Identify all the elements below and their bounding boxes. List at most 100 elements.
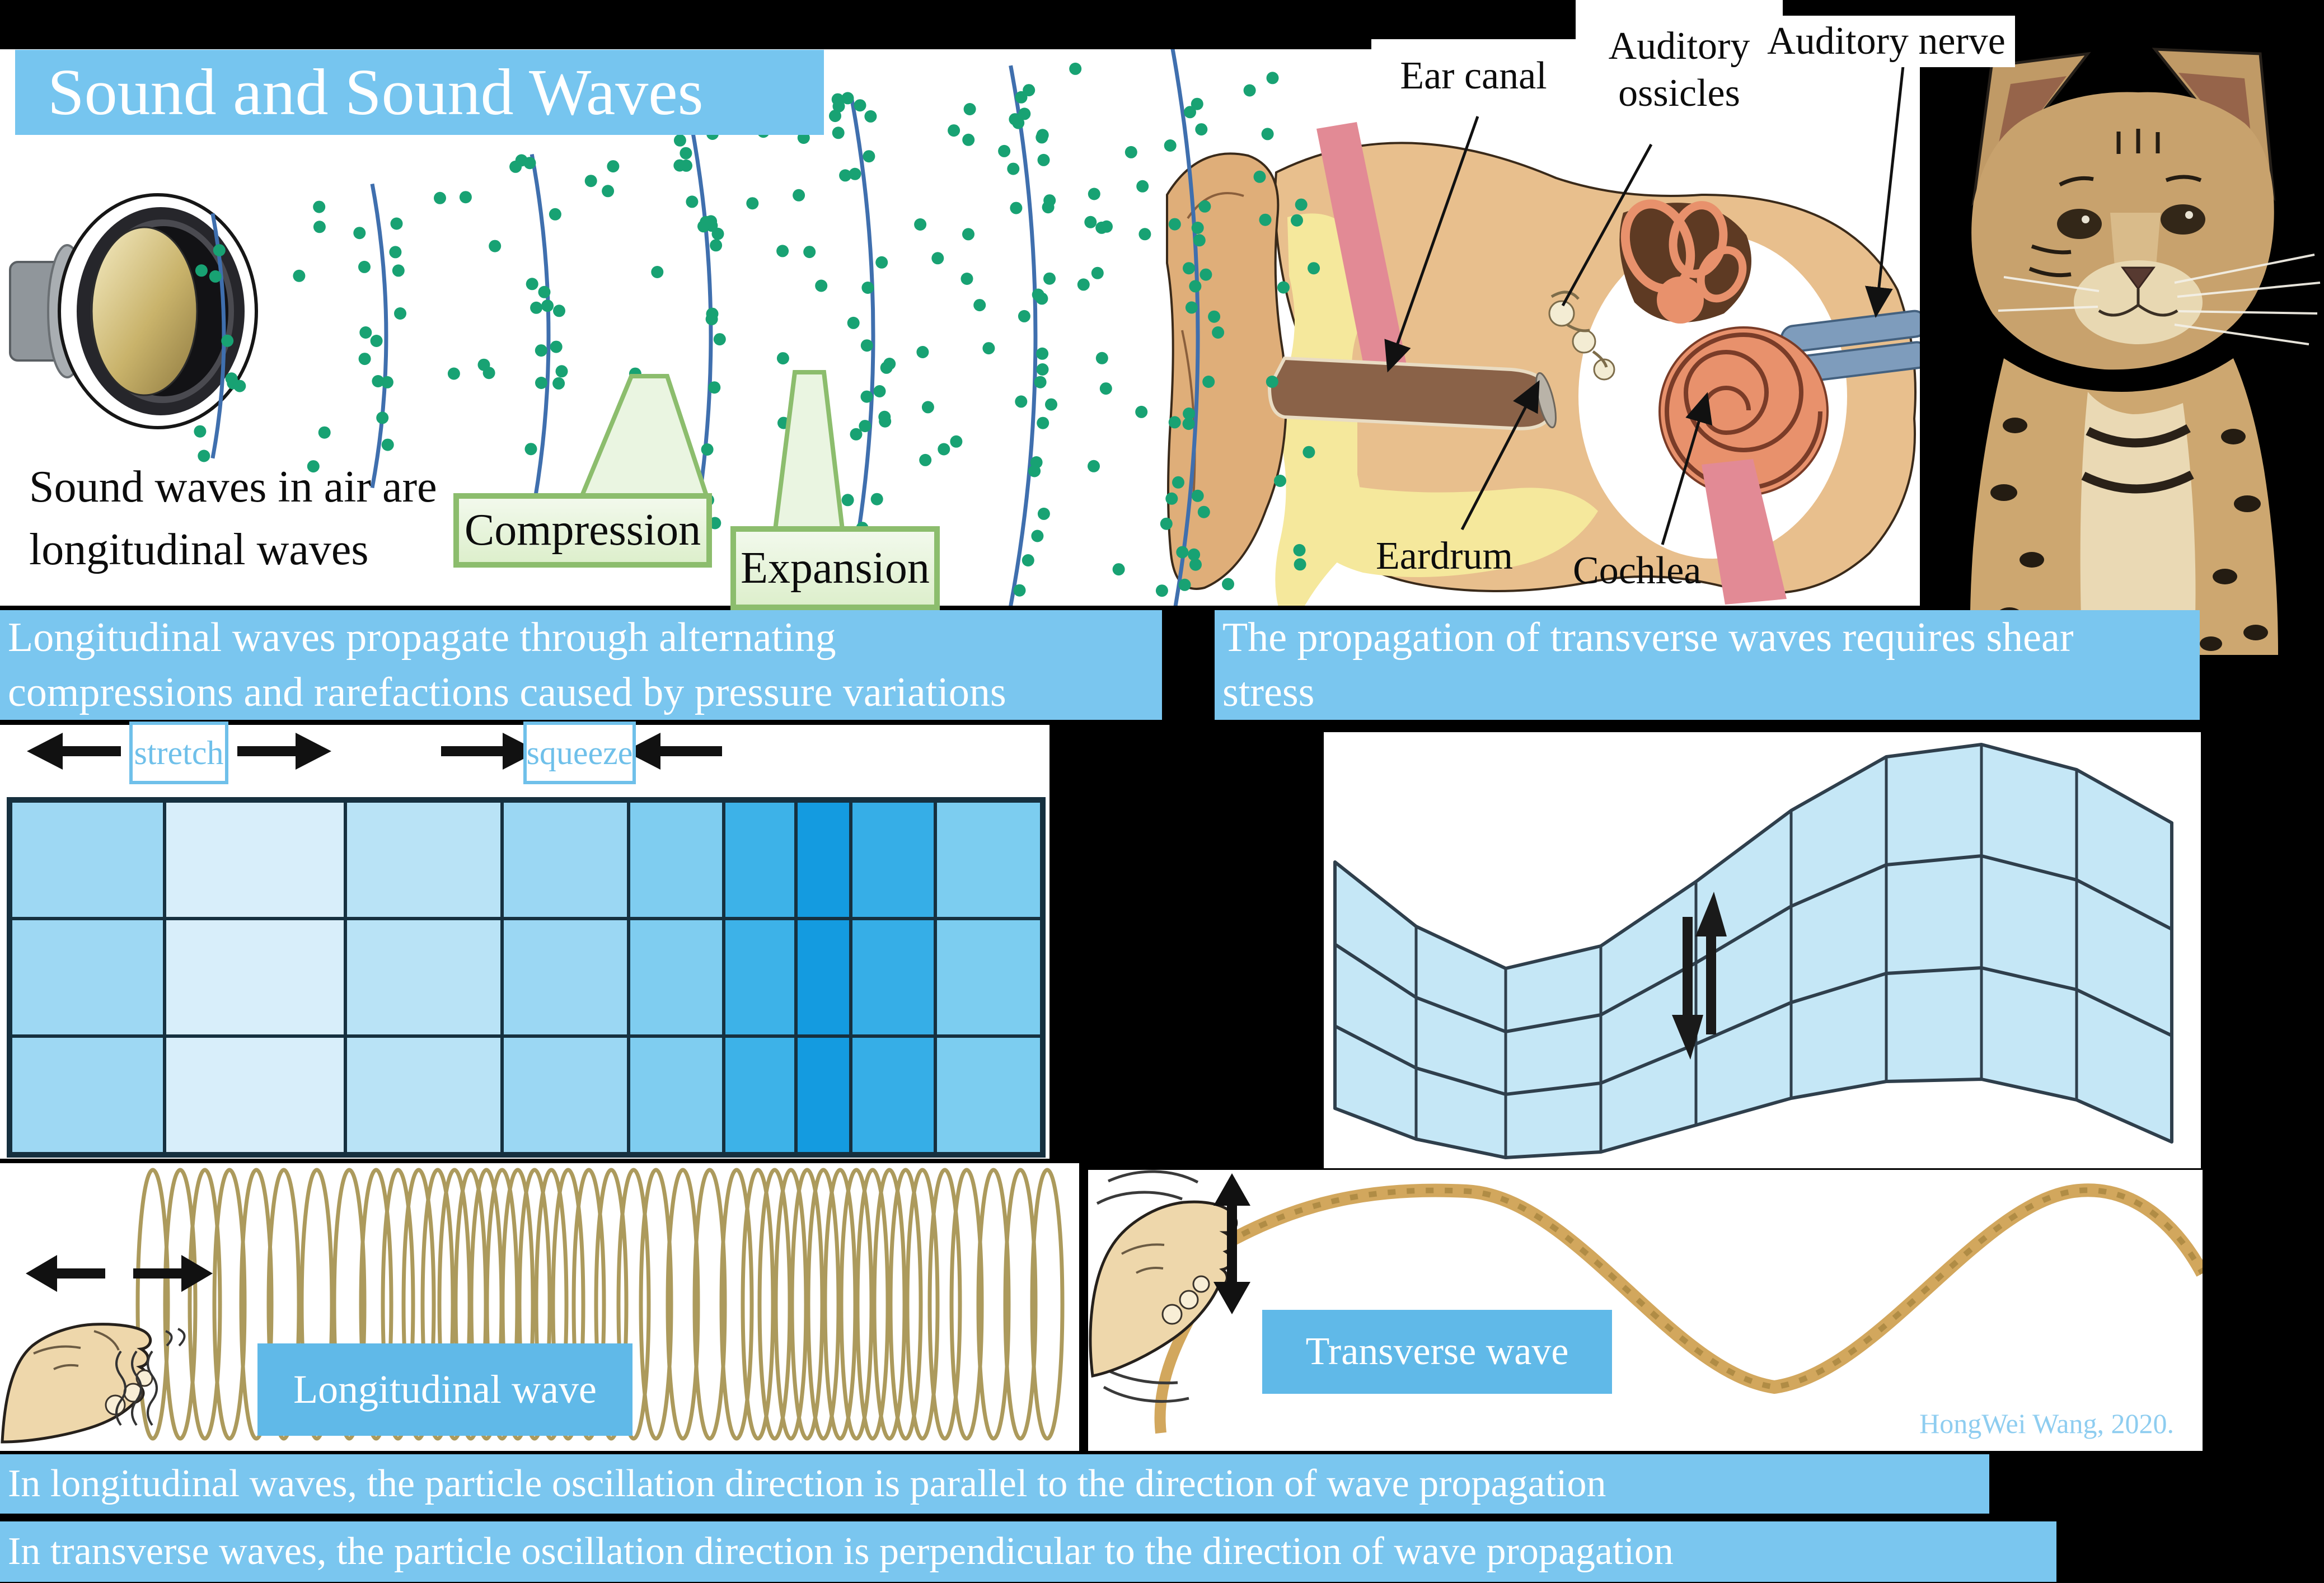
squeeze-right-arrow [659,746,722,756]
grid-cell [345,801,503,919]
transverse-banner: The propagation of transverse waves requ… [1215,610,2200,720]
cat-eye-highlight [2082,216,2089,223]
serval-cat-illustration [1970,48,2321,655]
auditory-nerve-leader [1865,65,1905,318]
ossicles-label-line2: ossicles [1618,72,1740,115]
compression-grid-panel: stretch squeeze [0,722,1049,1159]
cat-neck-bands [2081,424,2194,494]
longitudinal-banner-line1: Longitudinal waves propagate through alt… [8,615,836,661]
ear-canal-label: Ear canal [1371,39,1576,113]
longitudinal-banner: Longitudinal waves propagate through alt… [0,610,1162,720]
compression-callout: Compression [453,493,712,568]
auditory-nerve-label-text: Auditory nerve [1767,20,2006,63]
shaking-hand-icon [1089,1200,1238,1378]
rope-twist-texture [1207,1187,2203,1390]
slinky-figure [1,1168,1065,1444]
grid-cell [850,801,936,919]
compression-grid [7,797,1046,1158]
rope-wave-figure [1089,1170,2203,1434]
grid-cell [502,919,629,1036]
cat-whiskers [1998,254,2321,345]
ossicles-leader [1561,143,1653,307]
transverse-banner-line1: The propagation of transverse waves requ… [1222,615,2074,661]
hand-motion-lines [115,1328,186,1426]
transverse-wave-panel: Transverse wave HongWei Wang, 2020. [1088,1170,2203,1451]
slinky-coils [135,1168,1065,1441]
ossicles-label-line1: Auditory [1608,25,1750,68]
cat-chest [2080,392,2196,655]
ear-pink-tissue [1316,122,1413,410]
grid-cell [502,801,629,919]
ear-canal-label-text: Ear canal [1400,54,1547,97]
slide-title: Sound and Sound Waves [15,50,824,135]
grid-cell [796,919,851,1036]
grid-cell [935,1036,1042,1154]
stretch-right-arrow [237,746,297,756]
stretch-label: stretch [129,722,228,784]
grid-cell [502,1036,629,1154]
sheet-row-lines [1334,854,2173,1097]
ear-bone-yellow-lower [1307,477,1598,577]
bottom-transverse-banner: In transverse waves, the particle oscill… [0,1521,2056,1582]
eardrum-label: Eardrum [1376,535,1513,578]
cochlea-label: Cochlea [1573,549,1702,592]
ear-leader-lines [1384,65,1905,545]
caption-line-1: Sound waves in air are [29,462,437,512]
vestibule [1657,277,1704,324]
shear-sheet-panel [1324,732,2201,1168]
transverse-wave-label: Transverse wave [1262,1310,1612,1394]
grid-cell [11,801,165,919]
longitudinal-wave-panel: Longitudinal wave [0,1163,1079,1451]
cat-right-eye [2161,204,2205,235]
cat-eye-highlight [2185,211,2193,219]
semicircular-canal [1697,246,1747,303]
longitudinal-banner-line2: compressions and rarefactions caused by … [8,669,1006,715]
bottom-longitudinal-banner: In longitudinal waves, the particle osci… [0,1454,1989,1514]
sound-wave-ear-figure [9,49,1920,606]
shaking-hand-icon [1,1323,153,1444]
ear-canal [1267,356,1552,430]
grid-cell [345,1036,503,1154]
sound-and-ear-panel: Sound and Sound Waves Sound waves in air… [0,49,1920,610]
grid-cell [724,801,796,919]
shear-wave-sheet-figure [1333,743,2173,1159]
cat-nose [2121,266,2156,291]
ear-anatomy-figure [1166,122,1920,606]
serval-cat-photo [1920,0,2324,655]
caption-line-2: longitudinal waves [29,525,369,574]
grid-cell [165,919,345,1036]
grid-cell [935,801,1042,919]
expansion-callout: Expansion [730,526,940,610]
semicircular-canal [1669,201,1728,278]
grid-cell [935,919,1042,1036]
grid-cell [165,1036,345,1154]
cat-face-markings [2028,129,2202,278]
grid-cell [628,919,724,1036]
speaker-icon [9,193,258,429]
grid-cell [850,919,936,1036]
eardrum-leader [1460,380,1540,531]
stretch-squeeze-arrows [27,733,722,770]
grid-cell [165,801,345,919]
squeeze-label: squeeze [523,722,636,784]
expansion-callout-tail [772,370,845,532]
longitudinal-wave-label: Longitudinal wave [257,1343,632,1436]
auditory-nerve-label: Auditory nerve [1758,16,2015,67]
sheet-column-lines [1414,744,2078,1158]
cat-left-eye [2057,209,2102,239]
shear-direction-arrows [1672,892,1727,1060]
grid-cell [724,919,796,1036]
transverse-banner-line2: stress [1222,669,1315,715]
grid-cell [628,801,724,919]
cat-mouth [2098,289,2178,317]
ear-canal-leader [1384,116,1479,373]
auditory-ossicles-label: Auditory ossicles [1576,0,1783,140]
stretch-left-arrow [62,746,121,756]
grid-cell [850,1036,936,1154]
sheet-fill [1333,743,2173,1159]
author-credit: HongWei Wang, 2020. [1919,1408,2174,1439]
ear-pink-lower [1702,459,1787,605]
squeeze-left-arrow [441,746,504,756]
vestibular-dark [1619,203,1751,322]
